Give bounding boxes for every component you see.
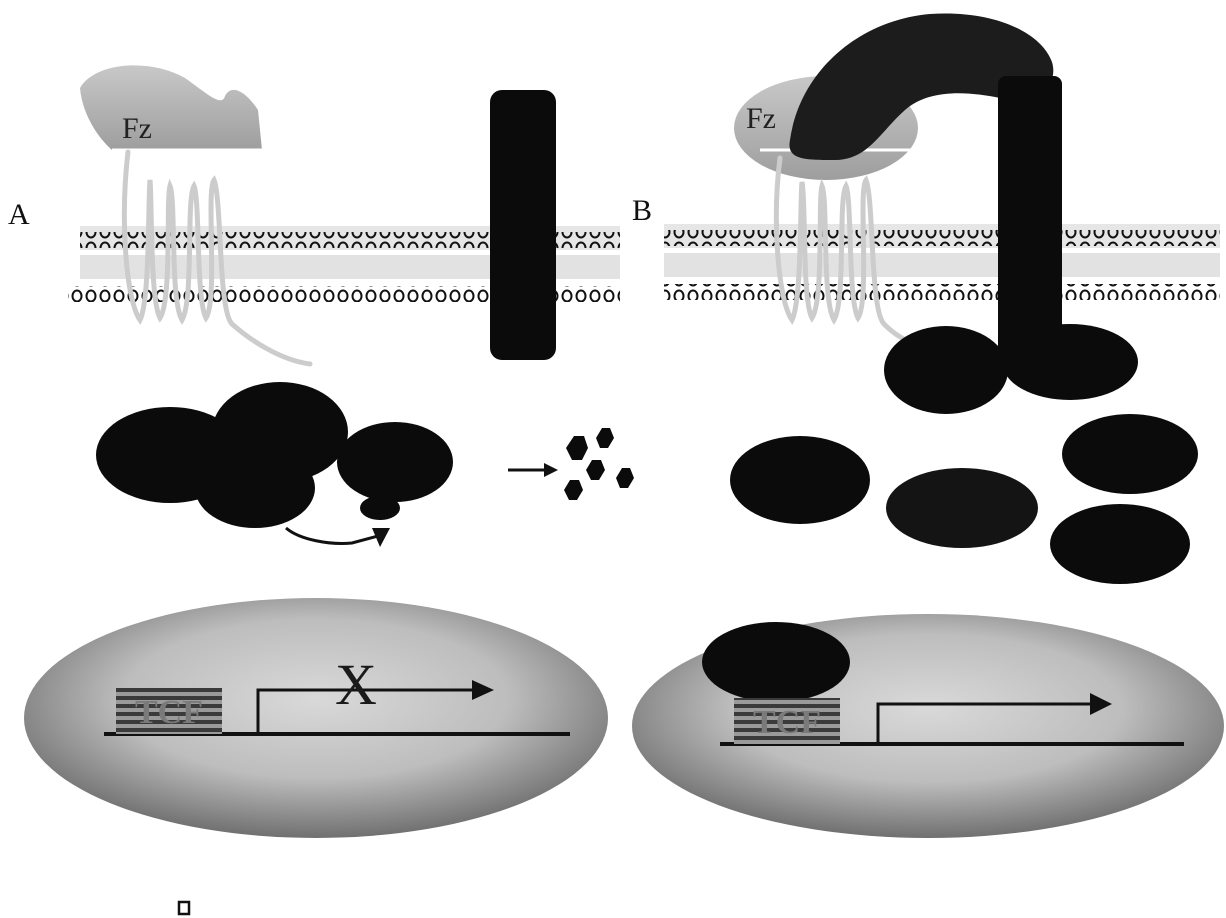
panel-b-free-protein (1062, 414, 1198, 494)
panel-a-degraded-fragment (564, 480, 583, 500)
panel-a-destruction-complex (96, 382, 453, 547)
panel-b-recruited-protein (1002, 324, 1138, 400)
panel-b-recruited-protein (884, 326, 1008, 414)
panel-b-fz-label: Fz (746, 102, 776, 135)
panel-a-tcf-label: TCF (135, 694, 203, 731)
panel-b-free-protein (730, 436, 870, 524)
panel-a-phosphorylation-arrow (286, 528, 382, 543)
panel-a-nucleus: TCF X (24, 598, 608, 838)
small-square-icon (179, 902, 189, 914)
panel-b-nucleus: TCF (632, 614, 1224, 838)
panel-a-beta-catenin (360, 496, 400, 520)
panel-a-degradation (508, 428, 634, 500)
panel-b-tcf-label: TCF (753, 704, 821, 741)
panel-a-degraded-fragment (586, 460, 605, 480)
panel-b: B Fz (632, 13, 1224, 838)
panel-a-frizzled-receptor: Fz (80, 65, 310, 364)
panel-b-label: B (632, 194, 652, 227)
panel-b-free-protein (886, 468, 1038, 548)
panel-a: A Fz (8, 65, 634, 838)
panel-b-free-protein (1050, 504, 1190, 584)
panel-a-fz-label: Fz (122, 112, 152, 145)
panel-a-transcription-block-mark: X (335, 652, 377, 717)
panel-b-transmembrane-helix (776, 158, 912, 342)
panel-b-membrane (664, 224, 1220, 300)
panel-a-degraded-fragment (566, 436, 588, 460)
panel-a-degraded-fragment (596, 428, 614, 448)
panel-a-lrp-coreceptor (490, 90, 556, 360)
panel-a-degraded-fragment (616, 468, 634, 488)
panel-a-label: A (8, 198, 30, 231)
panel-b-beta-catenin (702, 622, 850, 702)
